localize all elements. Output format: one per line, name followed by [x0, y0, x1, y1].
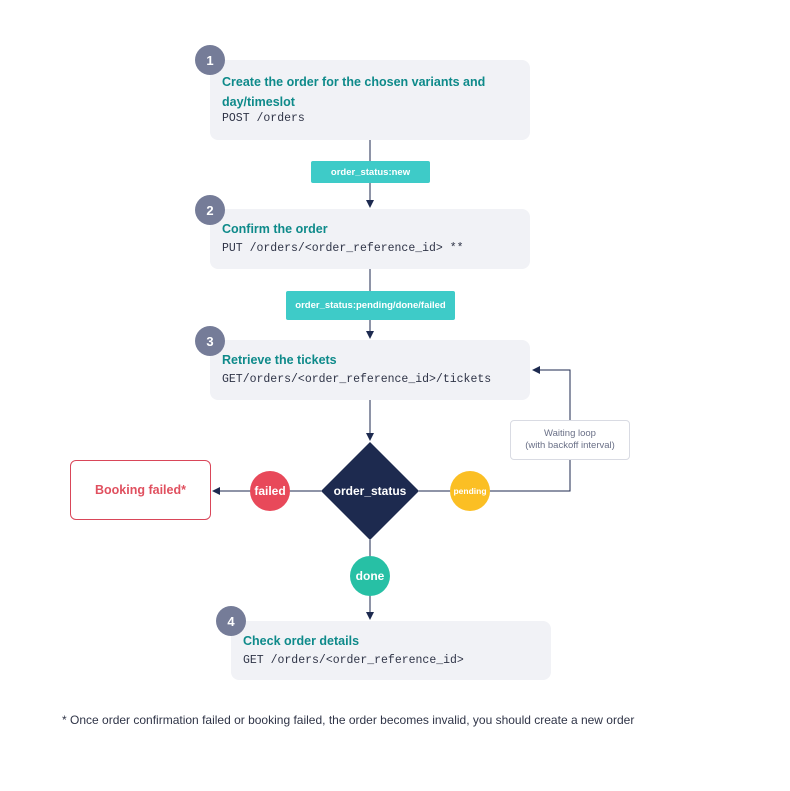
step-1-title: Create the order for the chosen variants…	[222, 75, 486, 109]
step-2-number-badge: 2	[195, 195, 225, 225]
step-4-code: GET /orders/<order_reference_id>	[243, 654, 464, 667]
step-3-box: Retrieve the tickets GET/orders/<order_r…	[210, 340, 530, 400]
step-1-box: Create the order for the chosen variants…	[210, 60, 530, 140]
step-2-title: Confirm the order	[222, 222, 328, 236]
footnote: * Once order confirmation failed or book…	[62, 713, 635, 727]
failed-outcome-circle: failed	[250, 471, 290, 511]
step-2-code: PUT /orders/<order_reference_id> **	[222, 242, 464, 255]
pending-outcome-circle: pending	[450, 471, 490, 511]
step-4-title: Check order details	[243, 634, 360, 648]
step-3-code: GET/orders/<order_reference_id>/tickets	[222, 373, 492, 386]
order-status-decision: order_status	[321, 442, 419, 540]
step-2-box: Confirm the order PUT /orders/<order_ref…	[210, 209, 530, 269]
step-4-box: Check order details GET /orders/<order_r…	[231, 621, 551, 680]
decision-label: order_status	[333, 484, 407, 498]
step-4-number-badge: 4	[216, 606, 246, 636]
waiting-loop-line1: Waiting loop	[544, 428, 596, 439]
step-1-number-badge: 1	[195, 45, 225, 75]
decision-diamond-shape	[321, 442, 419, 540]
done-outcome-circle: done	[350, 556, 390, 596]
step-1-code: POST /orders	[222, 112, 305, 125]
waiting-loop-note: Waiting loop (with backoff interval)	[510, 420, 630, 460]
status-chip-new: order_status:new	[311, 161, 430, 183]
booking-failed-box: Booking failed*	[70, 460, 211, 520]
step-3-number-badge: 3	[195, 326, 225, 356]
waiting-loop-line2: (with backoff interval)	[525, 440, 615, 451]
step-3-title: Retrieve the tickets	[222, 353, 337, 367]
status-chip-pending-done-failed: order_status:pending/done/failed	[286, 291, 455, 320]
